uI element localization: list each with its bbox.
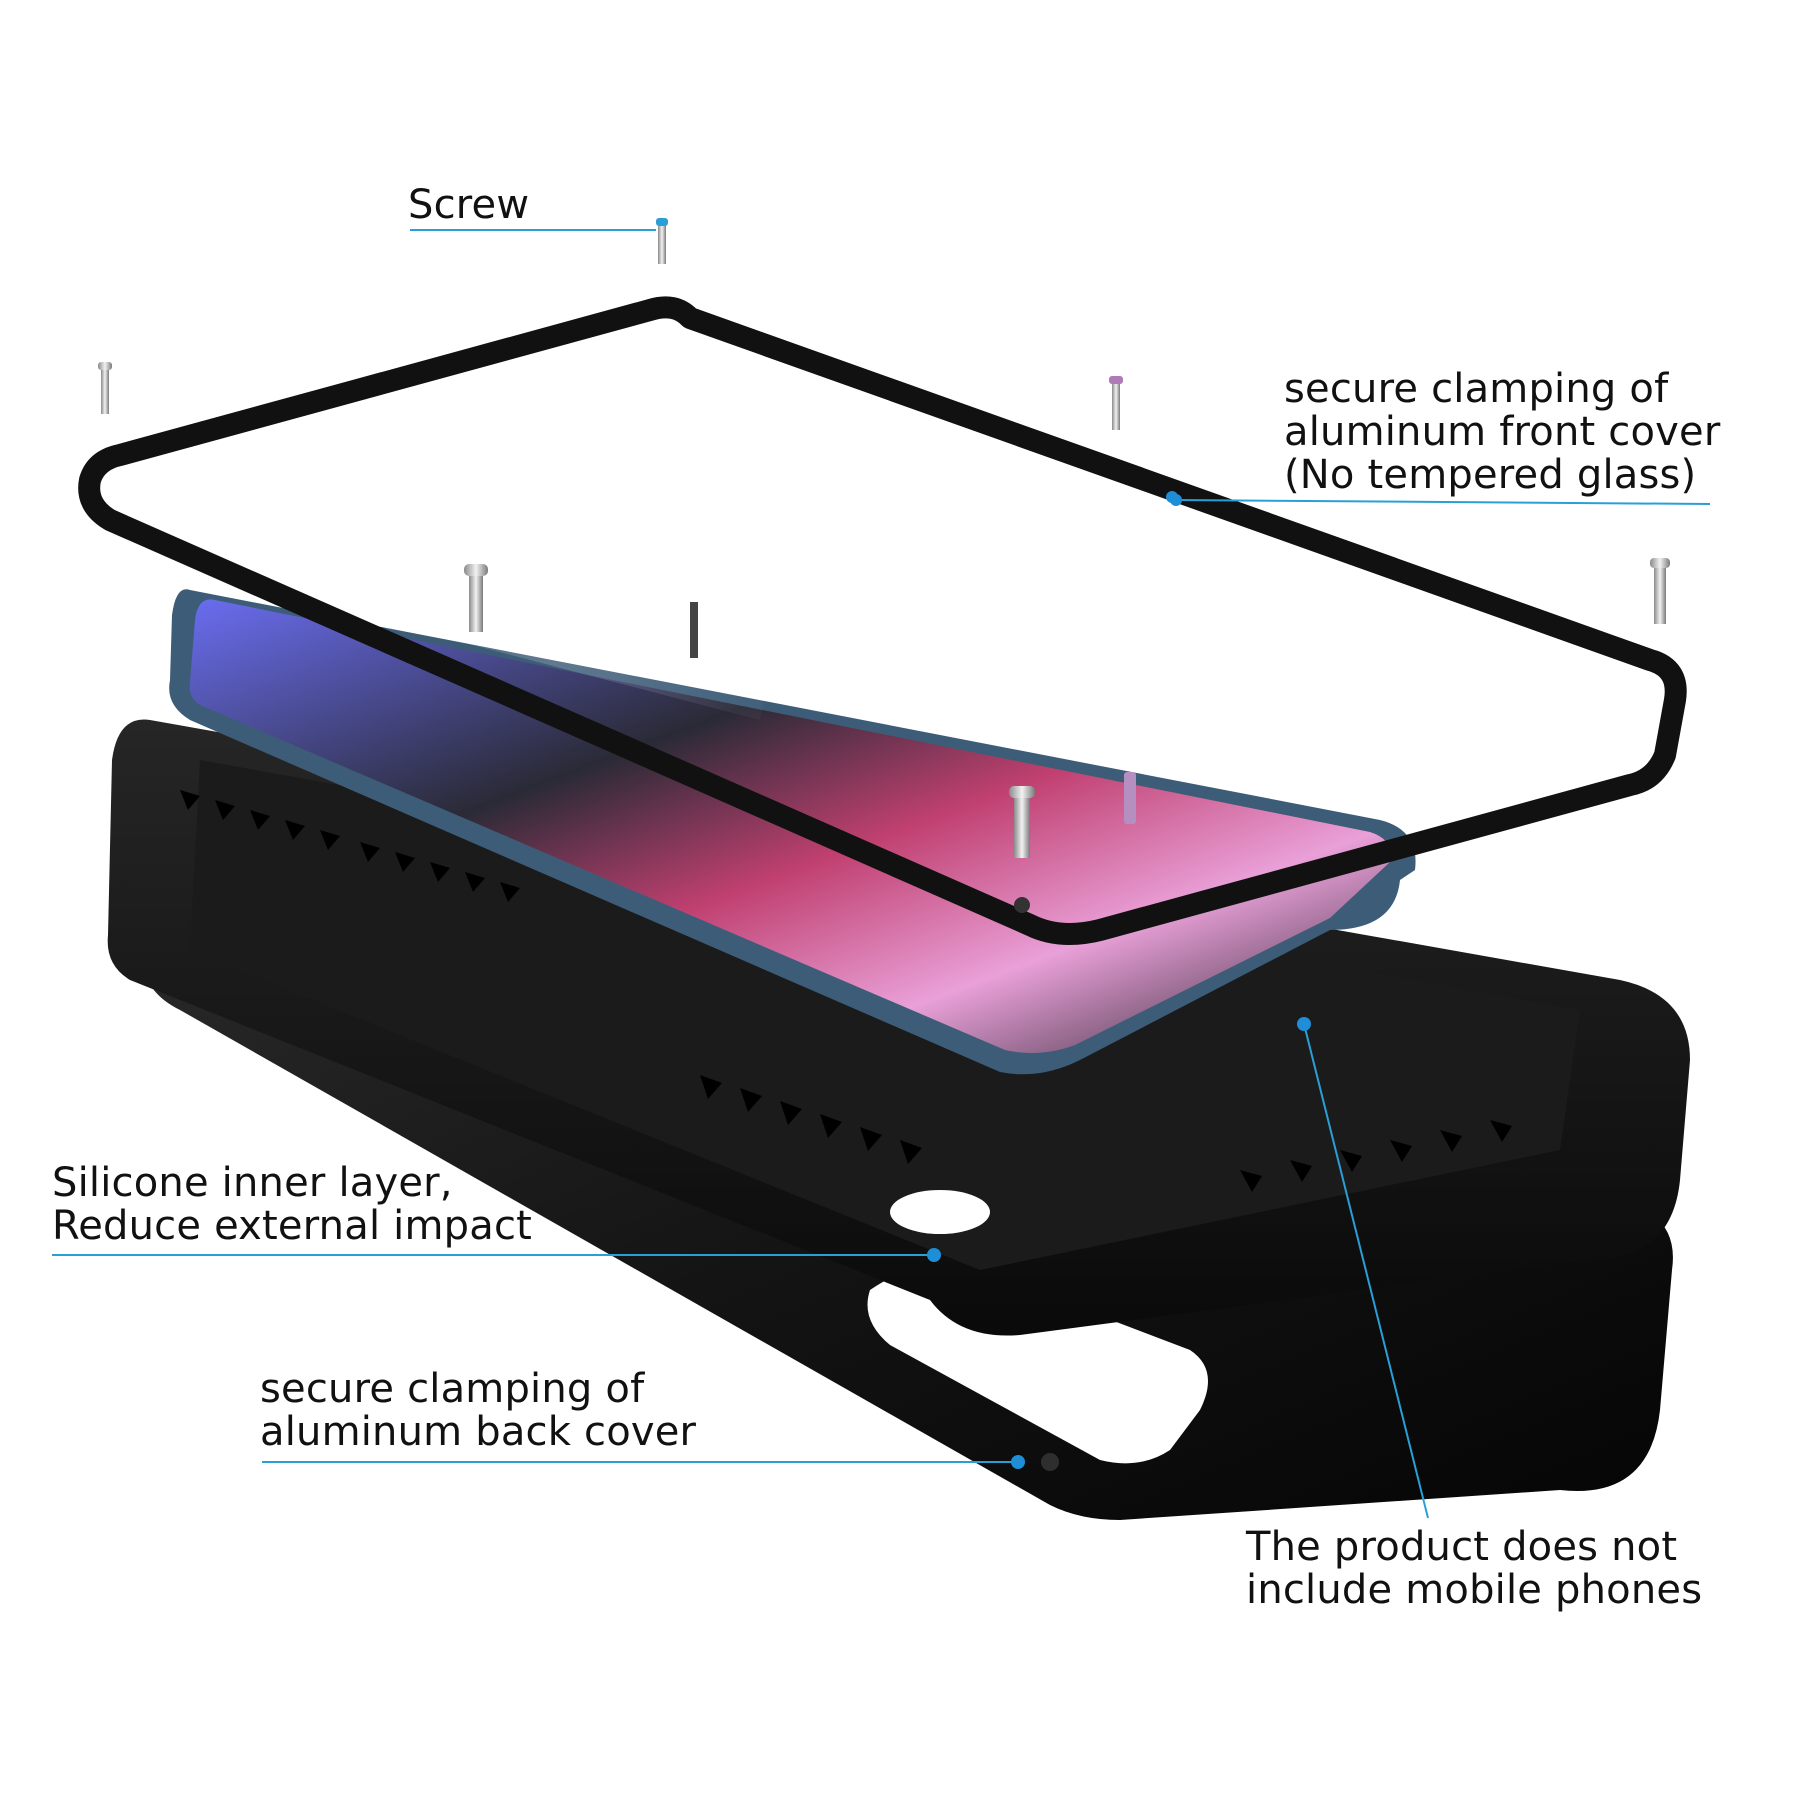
phone-note-label-line-2: include mobile phones <box>1246 1567 1703 1613</box>
screw-label: Screw <box>408 184 529 227</box>
callout-phone <box>1297 1017 1429 1519</box>
screw-icon <box>1109 376 1123 430</box>
back-cover-label-line-2: aluminum back cover <box>260 1409 697 1455</box>
inner-layer-label-line-1: Silicone inner layer, <box>52 1160 453 1206</box>
inner-layer-label: Silicone inner layer, Reduce external im… <box>52 1162 532 1248</box>
front-cover-label-line-3: (No tempered glass) <box>1284 452 1697 498</box>
callout-inner-layer <box>52 1248 941 1262</box>
screw-icon <box>1009 786 1035 858</box>
callout-back-cover <box>262 1455 1025 1469</box>
screw-icon <box>1650 558 1670 624</box>
callouts <box>52 229 1711 1519</box>
front-cover-label-line-2: aluminum front cover <box>1284 409 1721 455</box>
front-cover-label: secure clamping of aluminum front cover … <box>1284 368 1721 497</box>
screw-label-text: Screw <box>408 182 530 228</box>
callout-front-cover <box>1170 494 1711 506</box>
screw-icon <box>690 602 698 658</box>
aluminum-front-cover <box>78 296 1687 945</box>
phone-note-label-line-1: The product does not <box>1246 1524 1678 1570</box>
screw-icon <box>98 362 112 414</box>
screws <box>98 218 1670 858</box>
screw-icon <box>464 564 488 632</box>
front-cover-label-line-1: secure clamping of <box>1284 366 1669 412</box>
phone-note-label: The product does not include mobile phon… <box>1246 1526 1702 1612</box>
inner-layer-label-line-2: Reduce external impact <box>52 1203 533 1249</box>
screw-icon <box>656 218 668 264</box>
back-cover-label-line-1: secure clamping of <box>260 1366 645 1412</box>
back-cover-label: secure clamping of aluminum back cover <box>260 1368 696 1454</box>
screw-icon <box>1124 772 1136 824</box>
